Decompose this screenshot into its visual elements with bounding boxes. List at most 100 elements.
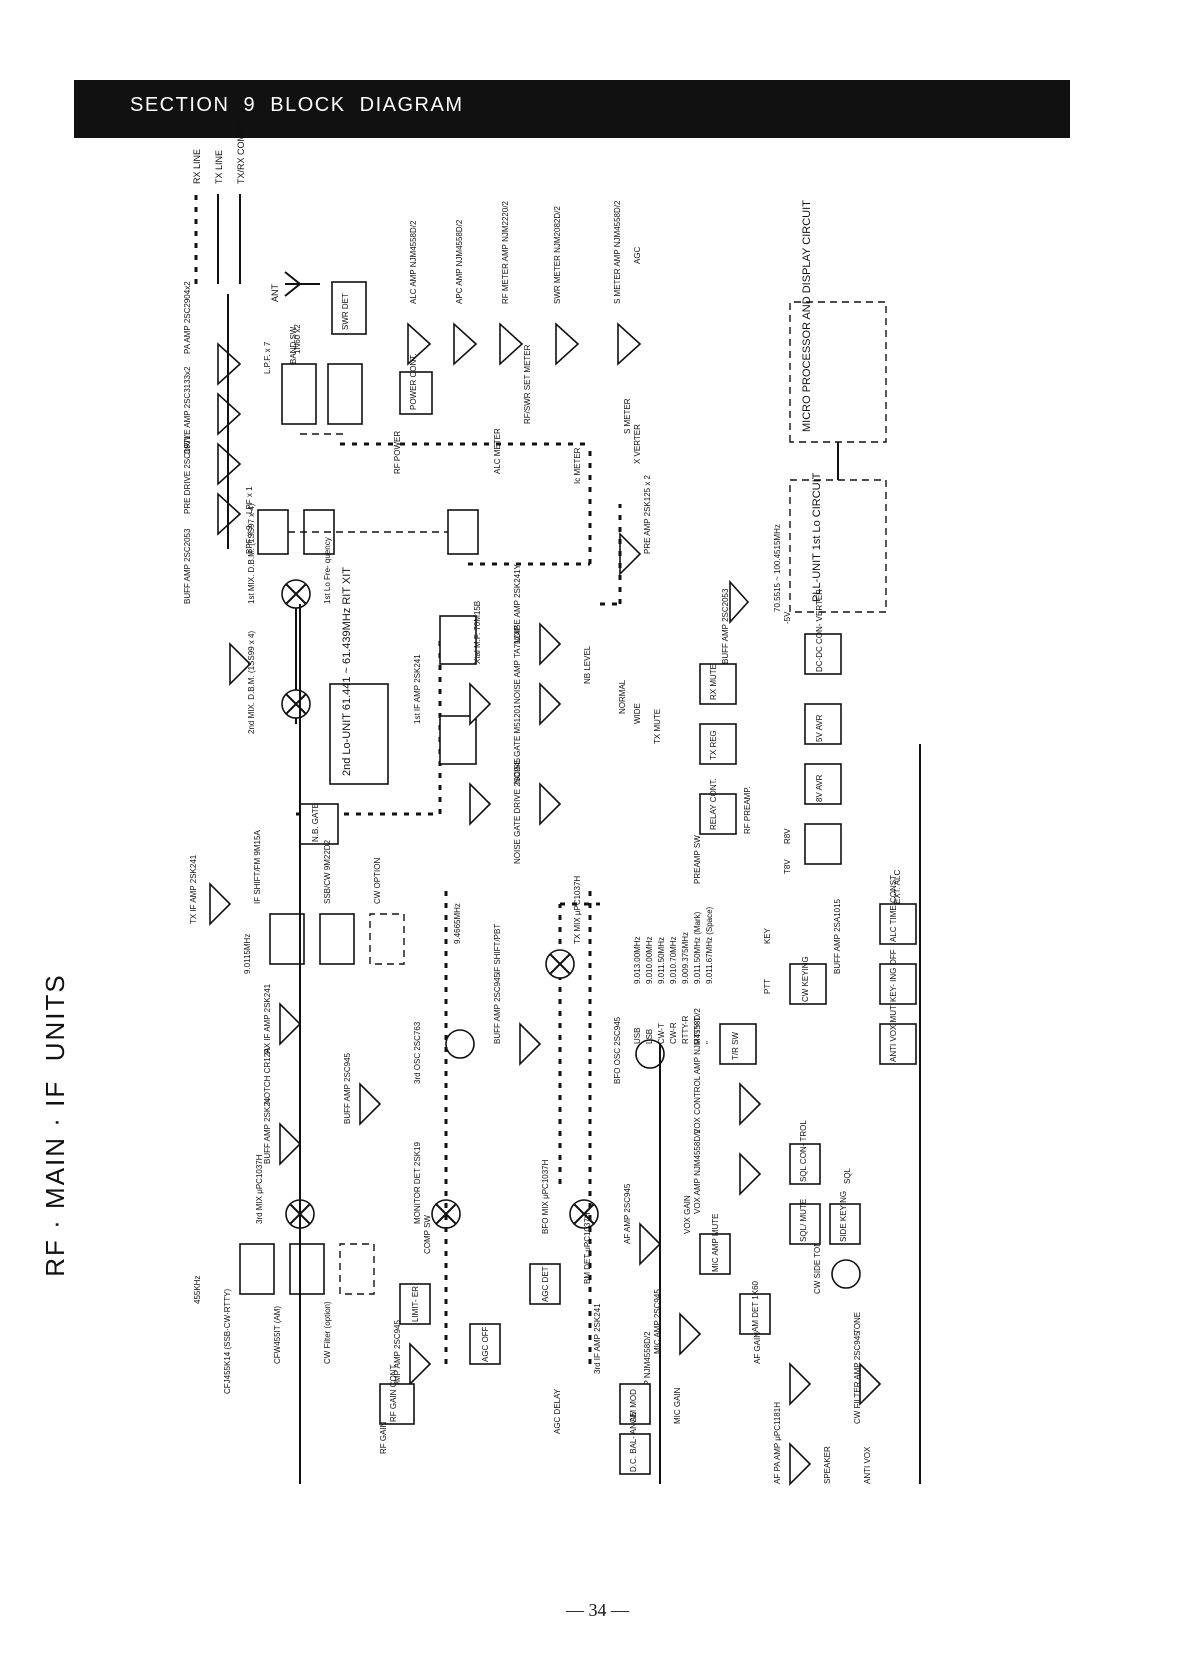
buff-amp-2sa1015-label: BUFF AMP 2SA1015 (833, 898, 842, 974)
nb-level-label: NB LEVEL (583, 645, 592, 684)
buff-amp-pll-label: BUFF AMP 2SC2053 (721, 588, 730, 664)
buff-amp-tx-label: BUFF AMP 2SC2053 (183, 528, 192, 604)
pre-amp-label: PRE AMP 2SK125 x 2 (643, 474, 652, 554)
af-gain-label: AF GAIN (753, 1332, 762, 1364)
mpu-pll-section: MICRO PROCESSOR AND DISPLAY CIRCUIT PLL-… (721, 200, 887, 664)
if-filter-section: TX IF AMP 2SK241 9.0115MHz IF SHIFT/FM 9… (189, 830, 600, 1184)
bfo-freq-space: 9.011.67MHz (Space) (705, 906, 714, 984)
bfo-mode-rttyr: RTTY-R (681, 1015, 690, 1044)
band-sw-label: BAND SW (289, 326, 298, 364)
pll-freq-label: 70.5515 ~ 100.4515MHz (773, 524, 782, 612)
preamp-sw-label: PREAMP SW (693, 835, 702, 884)
noise-gate-drive-label: NOISE GATE DRIVE 2SC945 (513, 757, 522, 864)
s-meter-amp-label: S METER AMP NJM4558D/2 (613, 200, 622, 304)
anti-vox-label: ANTI VOX (863, 1446, 872, 1484)
ic-meter-label: Ic METER (573, 447, 582, 484)
bfo-mode-rttyt: RTTY-T (693, 1016, 702, 1044)
buff-amp-2sc945-label: BUFF AMP 2SC945 (343, 1052, 352, 1124)
first-mix-label: 1st MIX. D.B.M. (1SS97 x 4) (247, 503, 256, 604)
vox-control-label: VOX CONTROL AMP NJM4558D/2 (693, 1008, 702, 1134)
third-mix-section: 3rd MIX μPC1037H MONITOR DET 2SK19 BFO M… (255, 884, 665, 1364)
normal-label: NORMAL (618, 679, 627, 714)
bfo-table: USB 9.013.00MHz LSB 9.010.00MHz CW-T 9.0… (633, 906, 714, 1044)
cw-filter-label: CW Filter (option) (323, 1301, 332, 1364)
if-shift-pbt-label: IF SHIFT/PBT (493, 924, 502, 974)
dc-bal-label: D.C. BAL- ANCE (629, 1412, 638, 1472)
legend: RX LINE TX LINE TX/RX COMMON LINE (192, 90, 246, 284)
monitor-det-label: MONITOR DET 2SK19 (413, 1142, 422, 1225)
bfo-osc-label: BFO OSC 2SC945 (613, 1016, 622, 1084)
key-label: KEY (763, 927, 772, 944)
keying-label: CW KEYING (801, 956, 810, 1002)
mic-gain-label: MIC GAIN (673, 1387, 682, 1424)
rf-power-label: RF POWER (393, 431, 402, 474)
bfo-freq-usb: 9.013.00MHz (633, 936, 642, 984)
af-amp-label: AF AMP 2SC945 (623, 1183, 632, 1244)
alc-amp-label: ALC AMP NJM4558D/2 (409, 220, 418, 304)
diode-1n60-label: 1N60 x2 (293, 324, 302, 354)
vox-amp-label: VOX AMP NJM4558D/2 (693, 1129, 702, 1214)
pre-drive-label: PRE DRIVE 2SC1971 (183, 435, 192, 514)
filter-455-section: 455KHz CFJ455K14 (SSB·CW·RTTY) CFW455IT … (193, 1243, 375, 1394)
vox-gain-label: VOX GAIN (683, 1195, 692, 1234)
af-section: AF GAIN CW FILTER AMP 2SC945 AF PA AMP μ… (753, 1120, 882, 1486)
swr-meter-amp-label: SWR METER NJM2082D/2 (553, 206, 562, 304)
bfo-freq-cwr: 9.010.70MHz (669, 936, 678, 984)
tx-mute-label: TX MUTE (653, 709, 662, 744)
notch-label: NOTCH CR12A (263, 1047, 272, 1104)
sql-label: SQL (843, 1167, 852, 1184)
alc-time-const-label: ALC TIME CONST. (889, 874, 898, 942)
buff-amp-2sk24-label: BUFF AMP 2SK24 (263, 1097, 272, 1164)
ptt-label: PTT (763, 979, 772, 994)
pll-unit-label: PLL-UNIT 1st Lo CIRCUIT (811, 472, 823, 602)
am-det-label: AM DET 1K60 (751, 1280, 760, 1332)
third-if-amp-label: 3rd IF AMP 2SK241 (593, 1303, 602, 1374)
sql-mute-label: SQL/ MUTE (799, 1199, 808, 1242)
xtal-mf-label: Xtal M.F. 70M15B (473, 601, 482, 664)
ext-alc-label: EXT. ALC (893, 870, 902, 904)
xtal-9-4665-label: 9.4665MHz (453, 903, 462, 944)
mic-section: MIC AMP 2SC945 MIC AMP NJM4558D/2 MIC AM… (619, 1213, 771, 1475)
lpf-1-label: LPF x 1 (245, 486, 254, 514)
legend-rx-line: RX LINE (192, 149, 202, 184)
af-filter-label: CW FILTER AMP 2SC945 (853, 1331, 862, 1424)
relay-section: RX MUTE TX REG RELAY CONT. RF PREAMP. PR… (693, 663, 752, 884)
second-mix-label: 2nd MIX. D.B.M. (1SS99 x 4) (247, 631, 256, 734)
wide-label: WIDE (633, 703, 642, 724)
cfj455k14-label: CFJ455K14 (SSB·CW·RTTY) (223, 1288, 232, 1394)
noise-amp-label: NOISE AMP 2SK241Y (513, 563, 522, 644)
tx-mix-section: TX MIX μPC1037H IF SHIFT/PBT 9.4665MHz 3… (413, 876, 582, 1084)
agc-section: LIMIT- ER COMP SW COMP AMP 2SC945 AGC OF… (393, 1212, 602, 1434)
filter-455-label: 455KHz (193, 1276, 202, 1304)
agc-det-label: AGC DET (541, 1266, 550, 1302)
second-mix-section: 2nd MIX. D.B.M. (1SS99 x 4) 2nd Lo-UNIT … (229, 567, 442, 816)
mic-mute-label: MIC AMP MUTE (711, 1213, 720, 1272)
rx-mute-label: RX MUTE (709, 664, 718, 700)
ssb-cw-label: SSB/CW 9M22D2 (323, 839, 332, 904)
preamp-section: PRE AMP 2SK125 x 2 (600, 474, 652, 606)
bfo-mode-usb: USB (633, 1028, 642, 1044)
drive-amp-label: DRIVE AMP 2SC3133x2 (183, 366, 192, 454)
s-meter-label: S METER (623, 398, 632, 434)
first-lo-freq-label: 1st Lo Fre- quency (323, 537, 332, 604)
relay-cont-label: RELAY CONT. (709, 778, 718, 830)
cw-option-label: CW OPTION (373, 858, 382, 904)
power-supply-section: DC-DC CON- VERTER -5V 5V AVR 8V AVR T8V … (783, 589, 902, 904)
t8v-label: T8V (783, 859, 792, 874)
avr-5v-label: 5V AVR (815, 714, 824, 742)
lpf-label: L.P.F. x 7 (263, 341, 272, 374)
noise-amp-2-label: NOISE AMP TA7124P (513, 625, 522, 704)
nb-gate-label: N.B. GATE (311, 803, 320, 842)
tx-chain: PA AMP 2SC2904x2 DRIVE AMP 2SC3133x2 PRE… (183, 281, 242, 604)
first-if-amp-label: 1st IF AMP 2SK241 (413, 654, 422, 724)
bfo-freq-lsb: 9.010.00MHz (645, 936, 654, 984)
tx-if-amp-label: TX IF AMP 2SK241 (189, 854, 198, 924)
speaker-label: SPEAKER (823, 1446, 832, 1484)
bm-det-label: BM DET μPC1037H (583, 1212, 592, 1284)
noise-gate-label: NOISE GATE M51201 (513, 704, 522, 784)
rf-preamp-label: RF PREAMP. (743, 786, 752, 834)
meter-section: ALC AMP NJM4558D/2 APC AMP NJM4558D/2 RF… (393, 200, 642, 484)
swr-det-label: SWR DET (341, 293, 350, 330)
tr-sw-label: T/R SW (731, 1032, 740, 1060)
rf-gain-label: RF GAIN (379, 1421, 388, 1454)
